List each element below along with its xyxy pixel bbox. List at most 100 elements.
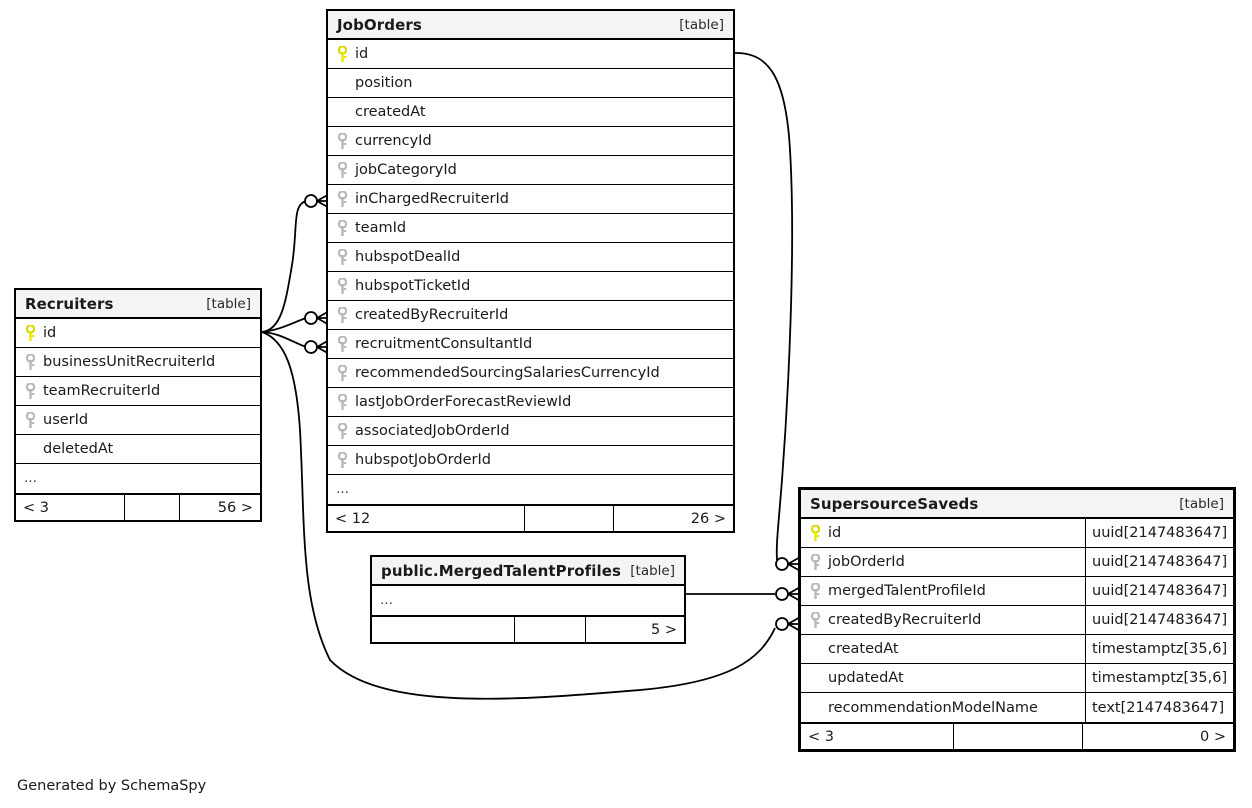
footer-outgoing-count: 26 > <box>690 510 726 527</box>
table-footer-recruiters: < 3 56 > <box>16 493 260 520</box>
table-row[interactable]: associatedJobOrderId <box>328 417 733 446</box>
foreign-key-icon <box>801 553 825 571</box>
column-name: businessUnitRecruiterId <box>43 354 216 370</box>
ellipsis-label: … <box>380 593 394 608</box>
column-name: deletedAt <box>43 441 114 457</box>
foreign-key-icon <box>328 219 352 237</box>
column-type: uuid[2147483647] <box>1085 577 1233 605</box>
foreign-key-icon <box>16 382 40 400</box>
table-title: JobOrders <box>337 15 422 34</box>
table-header-supersource-saveds: SupersourceSaveds [table] <box>801 490 1233 519</box>
footer-incoming-count: < 3 <box>23 499 49 516</box>
table-footer-merged-talent-profiles: 5 > <box>372 615 684 642</box>
table-row[interactable]: jobCategoryId <box>328 156 733 185</box>
table-row[interactable]: id <box>16 319 260 348</box>
table-row[interactable]: hubspotTicketId <box>328 272 733 301</box>
table-row[interactable]: lastJobOrderForecastReviewId <box>328 388 733 417</box>
column-type: uuid[2147483647] <box>1085 606 1233 634</box>
edge-recruiters-to-inchargedrecruiterid <box>261 200 307 333</box>
table-row[interactable]: mergedTalentProfileId uuid[2147483647] <box>801 577 1233 606</box>
primary-key-icon <box>328 45 352 63</box>
column-name: recruitmentConsultantId <box>355 336 533 352</box>
column-name: id <box>355 46 369 62</box>
column-name: teamId <box>355 220 407 236</box>
table-title: public.MergedTalentProfiles <box>381 561 622 580</box>
column-name: lastJobOrderForecastReviewId <box>355 394 572 410</box>
table-row[interactable]: recruitmentConsultantId <box>328 330 733 359</box>
column-name: mergedTalentProfileId <box>828 583 986 599</box>
table-row[interactable]: createdAt timestamptz[35,6] <box>801 635 1233 664</box>
table-row[interactable]: id uuid[2147483647] <box>801 519 1233 548</box>
table-row[interactable]: hubspotDealId <box>328 243 733 272</box>
column-type: uuid[2147483647] <box>1085 548 1233 576</box>
table-row[interactable]: currencyId <box>328 127 733 156</box>
table-row[interactable]: inChargedRecruiterId <box>328 185 733 214</box>
column-name: createdAt <box>828 641 899 657</box>
table-row[interactable]: recommendationModelName text[2147483647] <box>801 693 1233 722</box>
column-name: id <box>828 525 842 541</box>
column-name: associatedJobOrderId <box>355 423 510 439</box>
foreign-key-icon <box>328 393 352 411</box>
table-row[interactable]: teamRecruiterId <box>16 377 260 406</box>
table-row[interactable]: jobOrderId uuid[2147483647] <box>801 548 1233 577</box>
table-header-job-orders: JobOrders [table] <box>328 11 733 40</box>
table-row[interactable]: userId <box>16 406 260 435</box>
table-footer-job-orders: < 12 26 > <box>328 504 733 531</box>
table-columns-merged-talent-profiles: … <box>372 586 684 615</box>
table-row[interactable]: recommendedSourcingSalariesCurrencyId <box>328 359 733 388</box>
more-columns-indicator: … <box>328 475 733 504</box>
column-name: position <box>355 75 413 91</box>
foreign-key-icon <box>801 611 825 629</box>
foreign-key-icon <box>801 582 825 600</box>
table-row[interactable]: createdByRecruiterId <box>328 301 733 330</box>
column-type: text[2147483647] <box>1085 693 1233 722</box>
table-kind-label: [table] <box>679 16 724 33</box>
table-recruiters[interactable]: Recruiters [table] id businessUnitRecrui… <box>14 288 262 522</box>
foreign-key-icon <box>16 411 40 429</box>
ellipsis-label: … <box>24 471 38 486</box>
column-name: createdByRecruiterId <box>828 612 982 628</box>
table-merged-talent-profiles[interactable]: public.MergedTalentProfiles [table] … 5 … <box>370 555 686 644</box>
table-row[interactable]: businessUnitRecruiterId <box>16 348 260 377</box>
foreign-key-icon <box>328 335 352 353</box>
table-job-orders[interactable]: JobOrders [table] id position createdAt <box>326 9 735 533</box>
edge-recruiters-to-recruitmentconsultantid <box>261 331 307 348</box>
table-row[interactable]: createdByRecruiterId uuid[2147483647] <box>801 606 1233 635</box>
footer-outgoing-count: 5 > <box>651 621 677 638</box>
table-kind-label: [table] <box>1179 495 1224 512</box>
table-row[interactable]: updatedAt timestamptz[35,6] <box>801 664 1233 693</box>
column-name: jobOrderId <box>828 554 905 570</box>
footer-middle <box>953 724 1083 749</box>
foreign-key-icon <box>328 132 352 150</box>
generated-by-credit: Generated by SchemaSpy <box>17 778 207 794</box>
column-name: updatedAt <box>828 670 904 686</box>
table-row[interactable]: position <box>328 69 733 98</box>
column-name: createdByRecruiterId <box>355 307 509 323</box>
footer-incoming-count: < 12 <box>335 510 371 527</box>
table-row[interactable]: createdAt <box>328 98 733 127</box>
table-row[interactable]: id <box>328 40 733 69</box>
more-columns-indicator: … <box>372 586 684 615</box>
footer-incoming-count: < 3 <box>808 728 834 745</box>
foreign-key-icon <box>328 248 352 266</box>
table-row[interactable]: teamId <box>328 214 733 243</box>
table-supersource-saveds[interactable]: SupersourceSaveds [table] id uuid[214748… <box>798 487 1236 752</box>
footer-middle <box>524 506 614 531</box>
footer-outgoing-count: 56 > <box>217 499 253 516</box>
ellipsis-label: … <box>336 482 350 497</box>
table-row[interactable]: deletedAt <box>16 435 260 464</box>
footer-middle <box>124 495 180 520</box>
footer-incoming-count <box>372 617 514 642</box>
foreign-key-icon <box>328 306 352 324</box>
table-kind-label: [table] <box>206 295 251 312</box>
column-name: userId <box>43 412 89 428</box>
table-row[interactable]: hubspotJobOrderId <box>328 446 733 475</box>
foreign-key-icon <box>328 422 352 440</box>
foreign-key-icon <box>16 353 40 371</box>
primary-key-icon <box>801 524 825 542</box>
column-name: id <box>43 325 57 341</box>
foreign-key-icon <box>328 161 352 179</box>
table-title: SupersourceSaveds <box>810 494 979 513</box>
column-name: hubspotDealId <box>355 249 461 265</box>
table-title: Recruiters <box>25 294 114 313</box>
